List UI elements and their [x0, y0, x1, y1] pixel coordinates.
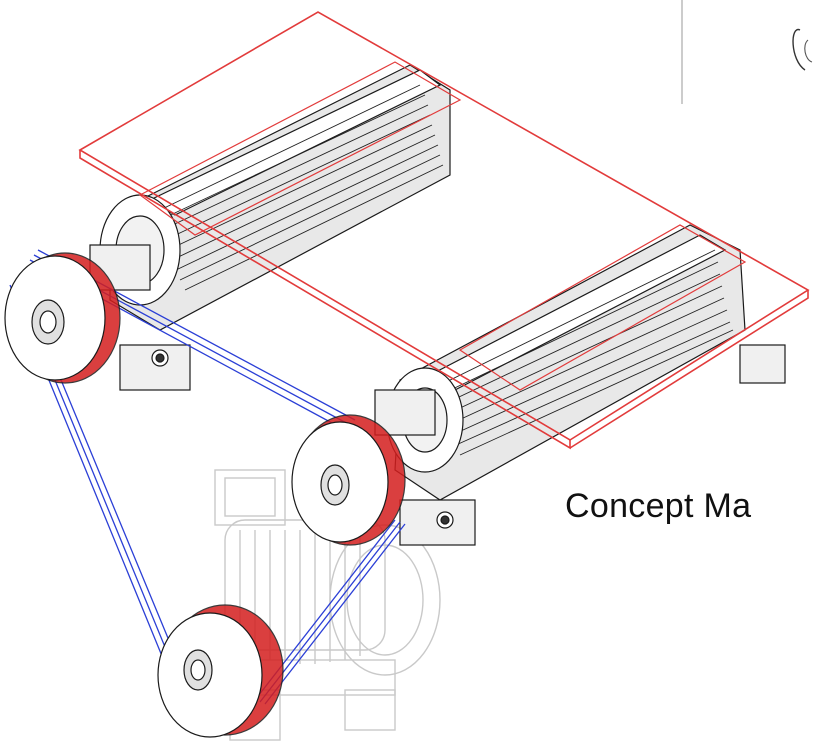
pulley-motor: [157, 604, 284, 738]
pulley-top-left: [4, 252, 121, 384]
inset-thumbnail: [681, 0, 813, 104]
sheet-outline-upper: [78, 11, 810, 450]
lower-roller: [374, 224, 786, 546]
upper-roller: [89, 64, 451, 391]
pulley-middle: [291, 414, 406, 546]
electric-motor-ghost: [214, 469, 441, 741]
diagram-caption: Concept Ma: [565, 487, 752, 525]
